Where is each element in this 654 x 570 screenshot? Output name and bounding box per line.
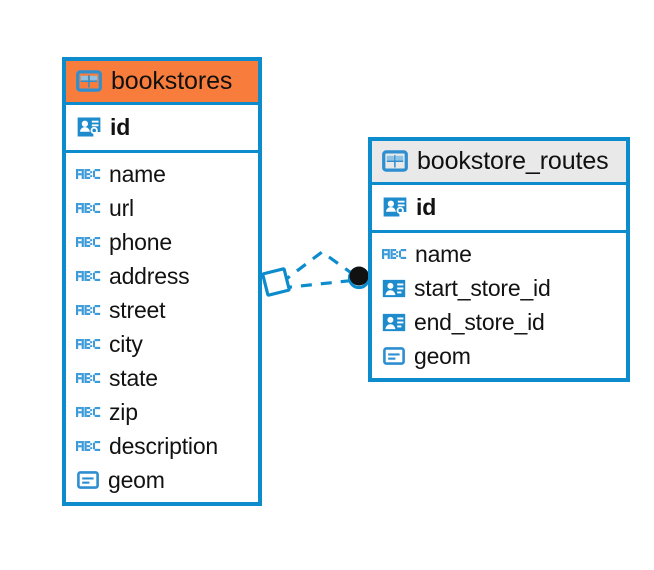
field-label: id [416, 194, 437, 220]
relation-source-diamond-icon [261, 267, 291, 297]
field-label: end_store_id [414, 309, 545, 335]
field-label: state [109, 365, 158, 391]
relation-line-upper [280, 250, 358, 285]
table-icon [382, 148, 408, 174]
abc-text-icon [76, 333, 101, 355]
field-row[interactable]: state [66, 361, 258, 395]
field-label: url [109, 195, 134, 221]
entity-title: bookstores [111, 67, 233, 95]
abc-text-icon [76, 231, 101, 253]
abc-text-icon [382, 243, 407, 265]
foreign-key-icon [382, 310, 406, 334]
abc-text-icon [76, 197, 101, 219]
field-label: address [109, 263, 190, 289]
field-row[interactable]: address [66, 259, 258, 293]
entity-bookstores[interactable]: bookstores id [62, 57, 262, 506]
field-label: geom [414, 343, 471, 369]
abc-text-icon [76, 435, 101, 457]
primary-key-icon [76, 114, 102, 140]
abc-text-icon [76, 299, 101, 321]
foreign-key-icon [382, 276, 406, 300]
relation-line-lower [280, 278, 358, 290]
field-row[interactable]: description [66, 429, 258, 463]
field-label: name [415, 241, 472, 267]
field-label: street [109, 297, 166, 323]
field-row[interactable]: name [66, 157, 258, 191]
primary-key-icon [382, 194, 408, 220]
field-row-primary-key[interactable]: id [66, 102, 258, 153]
field-list-bookstores: name u [66, 153, 258, 502]
field-label: zip [109, 399, 138, 425]
table-icon [76, 68, 102, 94]
abc-text-icon [76, 367, 101, 389]
abc-text-icon [76, 265, 101, 287]
field-label: geom [108, 467, 165, 493]
field-label: description [109, 433, 219, 459]
geometry-icon [76, 468, 100, 492]
field-row[interactable]: url [66, 191, 258, 225]
abc-text-icon [76, 163, 101, 185]
field-list-bookstore-routes: name start_store_id [372, 233, 626, 378]
field-row[interactable]: zip [66, 395, 258, 429]
field-row[interactable]: geom [66, 463, 258, 497]
entity-bookstore-routes[interactable]: bookstore_routes id [368, 137, 630, 382]
field-row[interactable]: start_store_id [372, 271, 626, 305]
abc-text-icon [76, 401, 101, 423]
field-label: city [109, 331, 143, 357]
field-label: phone [109, 229, 172, 255]
field-label: id [110, 114, 131, 140]
field-label: start_store_id [414, 275, 551, 301]
relation-target-circle-icon [347, 266, 371, 290]
field-row[interactable]: end_store_id [372, 305, 626, 339]
entity-title: bookstore_routes [417, 147, 609, 175]
field-row-primary-key[interactable]: id [372, 182, 626, 233]
field-row[interactable]: geom [372, 339, 626, 373]
entity-header-bookstores[interactable]: bookstores [66, 61, 258, 102]
entity-header-bookstore-routes[interactable]: bookstore_routes [372, 141, 626, 182]
field-row[interactable]: street [66, 293, 258, 327]
field-label: name [109, 161, 166, 187]
geometry-icon [382, 344, 406, 368]
field-row[interactable]: name [372, 237, 626, 271]
field-row[interactable]: city [66, 327, 258, 361]
field-row[interactable]: phone [66, 225, 258, 259]
